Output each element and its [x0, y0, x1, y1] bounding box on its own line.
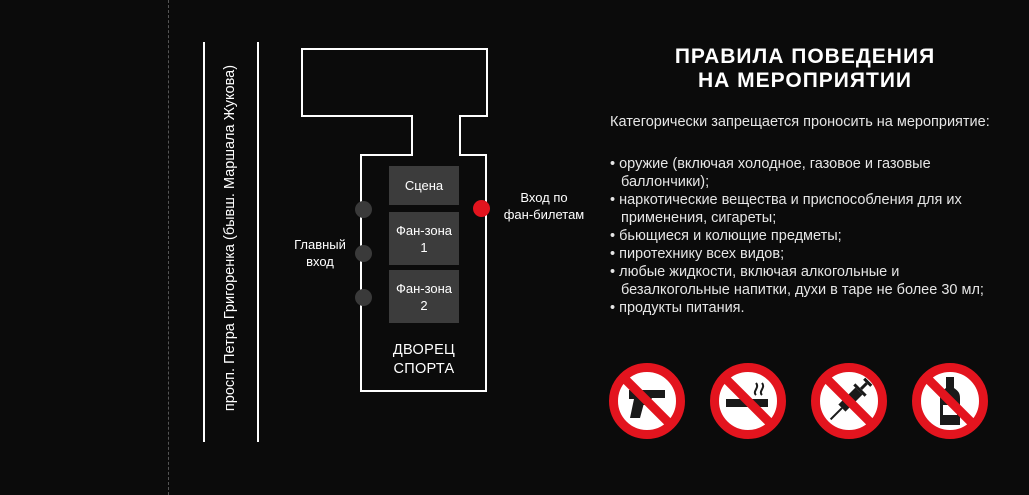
fan-zone-2-label: Фан-зона 2	[395, 280, 453, 313]
main-entrance-dot-1	[355, 201, 372, 218]
fan-zone-1-label: Фан-зона 1	[395, 222, 453, 255]
rules-title-line-2: НА МЕРОПРИЯТИИ	[697, 69, 913, 92]
rule-item: • любые жидкости, включая алкогольные и …	[610, 264, 984, 298]
no-smoking-icon	[708, 361, 788, 441]
main-entrance-dot-3	[355, 289, 372, 306]
stage-label: Сцена	[404, 178, 444, 193]
rule-item: • пиротехнику всех видов;	[610, 246, 785, 262]
rule-item: • продукты питания.	[610, 300, 745, 316]
rules-title: ПРАВИЛА ПОВЕДЕНИЯ НА МЕРОПРИЯТИИ	[640, 45, 970, 93]
no-syringe-icon	[809, 361, 889, 441]
sports-palace-label: ДВОРЕЦ СПОРТА	[392, 342, 456, 377]
ticket-perforation	[168, 0, 169, 495]
street-line-right	[257, 42, 259, 442]
fan-zone-1: Фан-зона 1	[389, 212, 459, 265]
main-entrance-dot-2	[355, 245, 372, 262]
no-bottle-icon	[910, 361, 990, 441]
street-line-left	[203, 42, 205, 442]
rules-list: • оружие (включая холодное, газовое и га…	[610, 155, 1000, 317]
no-weapons-icon	[607, 361, 687, 441]
stage-zone: Сцена	[389, 166, 459, 205]
rule-item: • оружие (включая холодное, газовое и га…	[610, 156, 931, 190]
rules-intro: Категорически запрещается проносить на м…	[610, 114, 990, 130]
rules-title-line-1: ПРАВИЛА ПОВЕДЕНИЯ	[674, 45, 936, 68]
fan-entrance-label: Вход по фан-билетам	[503, 190, 585, 222]
fan-entrance-dot	[473, 200, 490, 217]
fan-zone-2: Фан-зона 2	[389, 270, 459, 323]
rule-item: • бьющиеся и колющие предметы;	[610, 228, 842, 244]
rule-item: • наркотические вещества и приспособлени…	[610, 192, 962, 226]
prohibition-signs	[607, 361, 997, 441]
main-entrance-label: Главный вход	[294, 237, 346, 269]
